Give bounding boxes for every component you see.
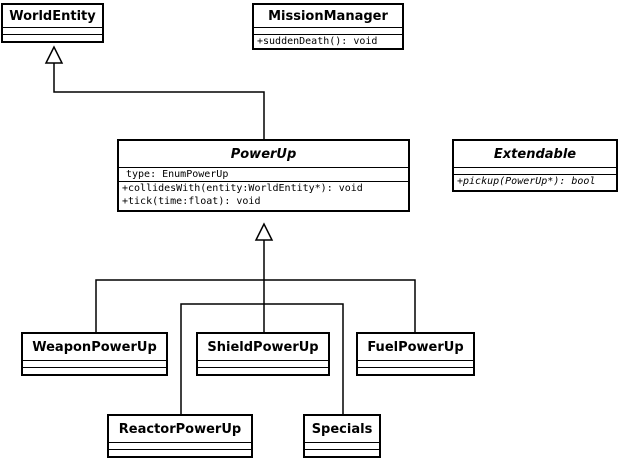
operations-section	[198, 368, 328, 374]
class-extendable[interactable]: Extendable +pickup(PowerUp*): bool	[452, 139, 618, 192]
attributes-section	[305, 443, 379, 450]
class-name: Specials	[305, 416, 379, 443]
class-name: ReactorPowerUp	[109, 416, 251, 443]
class-missionmanager[interactable]: MissionManager +suddenDeath(): void	[252, 3, 404, 50]
generalization-specials-powerup	[264, 303, 344, 414]
generalization-fuelpowerup-powerup	[264, 279, 416, 332]
attributes-section	[358, 361, 473, 368]
operation: +collidesWith(entity:WorldEntity*): void	[122, 183, 363, 194]
attributes-section	[198, 361, 328, 368]
operations-section: +suddenDeath(): void	[254, 35, 402, 48]
class-fuelpowerup[interactable]: FuelPowerUp	[356, 332, 475, 376]
attributes-section	[254, 28, 402, 35]
class-specials[interactable]: Specials	[303, 414, 381, 458]
inheritance-arrowhead-worldentity	[44, 45, 64, 64]
operation: +suddenDeath(): void	[257, 36, 378, 47]
operation: +pickup(PowerUp*): bool	[457, 176, 596, 187]
class-name: WeaponPowerUp	[23, 334, 166, 361]
attribute: type: EnumPowerUp	[126, 169, 229, 180]
class-name: ShieldPowerUp	[198, 334, 328, 361]
generalization-reactorpowerup-powerup	[180, 303, 264, 414]
class-name: MissionManager	[254, 5, 402, 28]
operations-section	[305, 450, 379, 456]
class-worldentity[interactable]: WorldEntity	[1, 3, 104, 43]
attributes-section	[3, 28, 102, 35]
operations-section	[358, 368, 473, 374]
class-name: FuelPowerUp	[358, 334, 473, 361]
class-powerup[interactable]: PowerUp type: EnumPowerUp +collidesWith(…	[117, 139, 410, 212]
operations-section: +pickup(PowerUp*): bool	[454, 175, 616, 190]
attributes-section: type: EnumPowerUp	[119, 168, 408, 182]
operations-section: +collidesWith(entity:WorldEntity*): void…	[119, 182, 408, 210]
generalization-weaponpowerup-powerup	[95, 279, 264, 332]
inheritance-arrowhead-powerup	[254, 222, 274, 241]
class-name: WorldEntity	[3, 5, 102, 28]
attributes-section	[109, 443, 251, 450]
class-shieldpowerup[interactable]: ShieldPowerUp	[196, 332, 330, 376]
attributes-section	[23, 361, 166, 368]
generalization-powerup-worldentity	[53, 63, 265, 139]
class-weaponpowerup[interactable]: WeaponPowerUp	[21, 332, 168, 376]
class-reactorpowerup[interactable]: ReactorPowerUp	[107, 414, 253, 458]
attributes-section	[454, 168, 616, 175]
class-name: Extendable	[454, 141, 616, 168]
operation: +tick(time:float): void	[122, 196, 261, 207]
class-name: PowerUp	[119, 141, 408, 168]
operations-section	[23, 368, 166, 374]
operations-section	[3, 35, 102, 41]
operations-section	[109, 450, 251, 456]
